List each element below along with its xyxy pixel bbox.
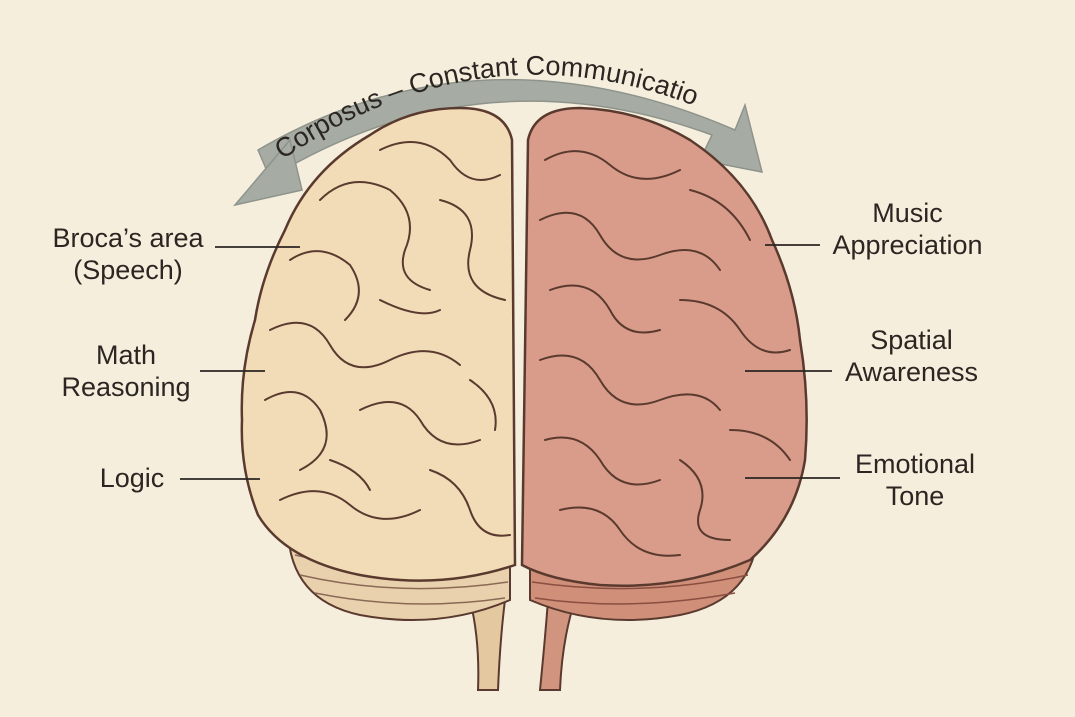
label-math-reasoning: Math Reasoning bbox=[56, 339, 196, 403]
label-line: (Speech) bbox=[73, 255, 183, 285]
label-line: Appreciation bbox=[832, 230, 983, 260]
corpus-arrow bbox=[232, 78, 764, 207]
left-leader-lines bbox=[180, 246, 300, 480]
label-music-appreciation: Music Appreciation bbox=[820, 197, 995, 261]
label-logic: Logic bbox=[92, 462, 172, 494]
label-line: Math bbox=[95, 340, 157, 370]
label-emotional-tone: Emotional Tone bbox=[844, 448, 986, 512]
label-line: Broca’s area bbox=[52, 223, 204, 253]
label-line: Awareness bbox=[844, 357, 979, 387]
label-line: Logic bbox=[99, 463, 165, 493]
label-line: Music bbox=[872, 198, 943, 228]
right-leader-lines bbox=[745, 244, 840, 479]
label-line: Tone bbox=[885, 481, 945, 511]
right-hemisphere bbox=[520, 106, 808, 587]
label-line: Spatial bbox=[870, 325, 953, 355]
label-brocas-area: Broca’s area (Speech) bbox=[46, 222, 210, 286]
label-line: Emotional bbox=[854, 449, 976, 479]
right-brain-stem bbox=[538, 599, 577, 691]
left-hemisphere bbox=[240, 106, 517, 582]
left-gyri bbox=[264, 141, 511, 537]
label-spatial-awareness: Spatial Awareness bbox=[834, 324, 989, 388]
left-brain-stem bbox=[468, 599, 507, 691]
right-gyri bbox=[539, 150, 791, 557]
label-line: Reasoning bbox=[61, 372, 191, 402]
